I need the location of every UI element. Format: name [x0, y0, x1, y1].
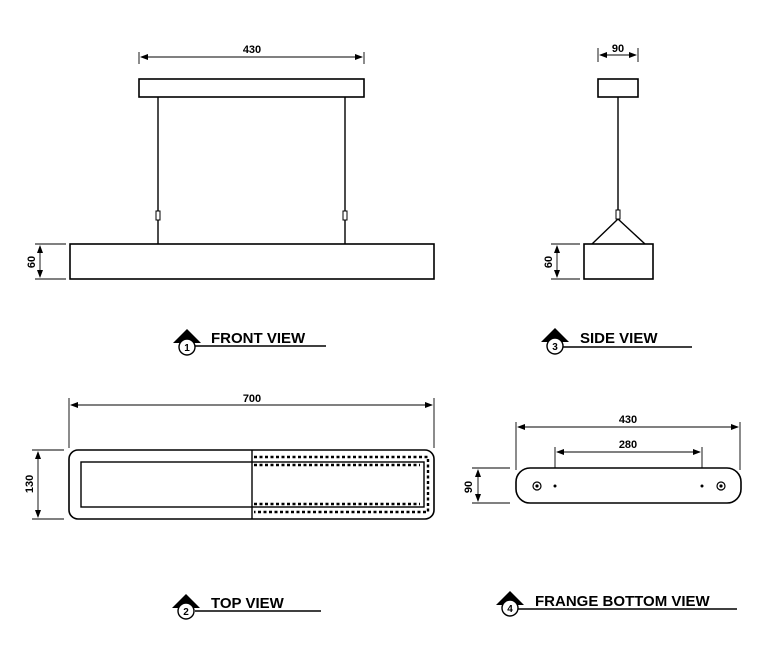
front-lamp-body [69, 243, 435, 280]
flange-view-title: FRANGE BOTTOM VIEW [535, 593, 711, 610]
front-cable-grip-right [342, 210, 348, 221]
top-width-dimension: 700 [243, 393, 261, 405]
top-height-dimension: 130 [24, 475, 36, 493]
front-view-number: 1 [184, 343, 190, 354]
front-height-dimension: 60 [26, 256, 38, 268]
flange-hole-left [553, 484, 557, 488]
side-width-dimension: 90 [612, 43, 624, 55]
side-view-title: SIDE VIEW [580, 330, 658, 347]
side-lamp-body [583, 243, 654, 280]
flange-view-label: 4 FRANGE BOTTOM VIEW [496, 591, 737, 617]
view-marker-triangle-icon [173, 329, 201, 343]
flange-screw-right-center [719, 484, 723, 488]
top-view: 700 130 2 TOP VIEW [24, 393, 435, 620]
front-width-dimension: 430 [243, 44, 261, 56]
flange-plate [515, 467, 742, 504]
top-view-title: TOP VIEW [211, 595, 285, 612]
side-suspension-right [617, 218, 646, 245]
flange-bottom-view: 430 280 90 4 FRANGE BOTTOM VIEW [463, 414, 742, 617]
flange-hole-right [700, 484, 704, 488]
front-cable-grip-left [155, 210, 161, 221]
view-marker-triangle-icon [541, 328, 569, 342]
view-marker-circle-icon [501, 599, 519, 617]
view-marker-circle-icon [177, 602, 195, 620]
side-height-dimension: 60 [543, 256, 555, 268]
view-marker-circle-icon [178, 338, 196, 356]
flange-height-dimension: 90 [463, 481, 475, 493]
side-cable-grip [615, 209, 621, 220]
view-marker-circle-icon [546, 337, 564, 355]
front-canopy [138, 78, 365, 98]
front-view: 430 60 1 FRONT VIEW [26, 44, 435, 356]
view-marker-triangle-icon [496, 591, 524, 605]
flange-width-dimension: 430 [619, 414, 637, 426]
top-led-strip-outer [254, 455, 430, 514]
side-suspension-left [591, 218, 619, 245]
top-view-number: 2 [183, 607, 189, 618]
front-view-label: 1 FRONT VIEW [173, 329, 326, 356]
front-view-title: FRONT VIEW [211, 330, 306, 347]
side-view-number: 3 [552, 342, 558, 353]
flange-inner-dimension: 280 [619, 439, 637, 451]
flange-screw-left-center [535, 484, 539, 488]
side-view-label: 3 SIDE VIEW [541, 328, 692, 355]
side-canopy [597, 78, 639, 98]
flange-view-number: 4 [507, 604, 513, 615]
view-marker-triangle-icon [172, 594, 200, 608]
side-view: 90 60 3 SIDE VIEW [541, 43, 692, 355]
top-view-label: 2 TOP VIEW [172, 594, 321, 620]
